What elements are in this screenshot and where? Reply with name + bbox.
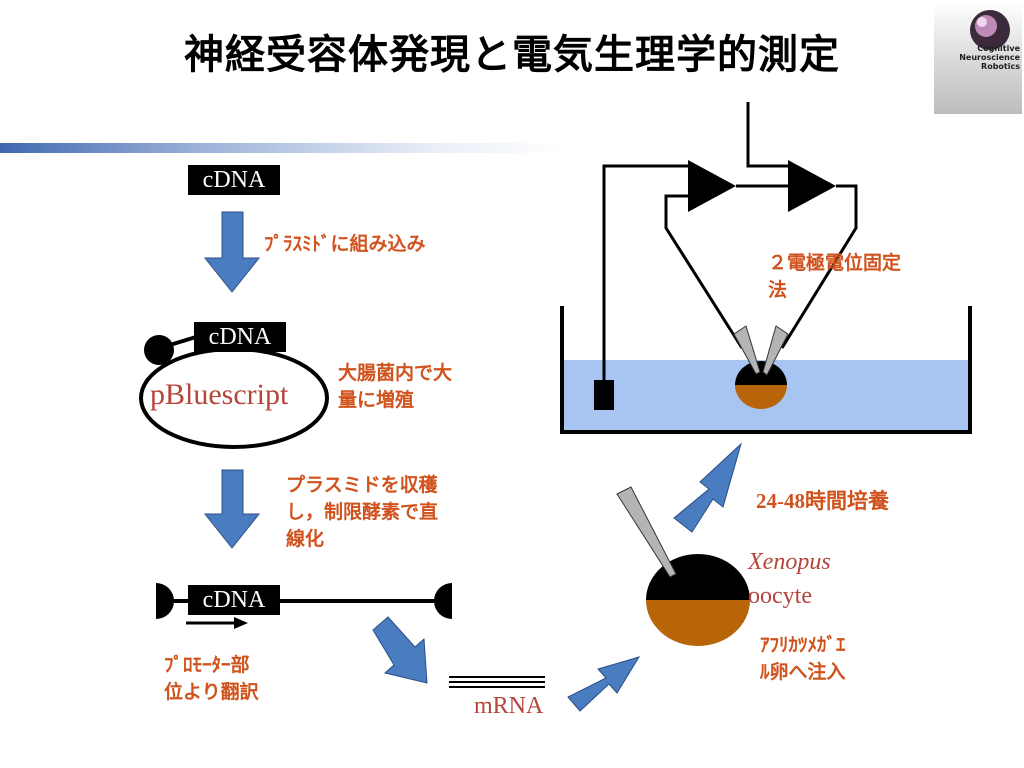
chamber-oocyte-vegetal-pole [735, 385, 787, 409]
down-arrow-insert [203, 211, 261, 293]
oocyte-vegetal-pole [646, 600, 750, 646]
step-harvest-line2: し，制限酵素で直 [286, 501, 439, 523]
step-culture-label: 24-48時間培養 [756, 489, 889, 513]
step-inject-label: ｱﾌﾘｶﾂﾒｶﾞｴ ﾙ卵へ注入 [760, 632, 846, 686]
logo-text-line1: Cognitive [977, 44, 1020, 53]
step-harvest-line1: プラスミドを収穫 [286, 474, 438, 496]
logo-text-line2: Neuroscience [959, 53, 1020, 62]
electrode-wire-left [664, 194, 744, 349]
output-wire [746, 102, 788, 168]
microelectrode-right [762, 325, 789, 376]
step-amplify-line1: 大腸菌内で大 [338, 362, 453, 384]
pbluescript-label: pBluescript [150, 378, 289, 411]
recording-chamber [560, 306, 972, 434]
oocyte-label: oocyte [748, 583, 812, 609]
arrow-to-recording [673, 442, 742, 533]
arrow-to-oocyte [567, 656, 641, 712]
cdna-box-linear: cDNA [188, 585, 280, 615]
plasmid-origin-dot [144, 335, 174, 365]
step-clamp-label: ２電極電位固定 法 [768, 250, 901, 304]
cognitive-neuroscience-logo: Cognitive Neuroscience Robotics [934, 2, 1022, 114]
mrna-label: mRNA [474, 693, 544, 719]
down-arrow-harvest [203, 469, 261, 549]
step-clamp-line2: 法 [768, 279, 788, 301]
ground-electrode-wire [602, 164, 688, 384]
cdna-box-plasmid: cDNA [194, 322, 286, 352]
step-inject-line1: ｱﾌﾘｶﾂﾒｶﾞｴ [760, 634, 846, 656]
cdna-box-top: cDNA [188, 165, 280, 195]
step-inject-line2: ﾙ卵へ注入 [760, 661, 846, 683]
brain-logo-icon [970, 10, 1010, 50]
amplifier-2-icon [788, 160, 836, 212]
xenopus-label: Xenopus [748, 549, 831, 575]
step-clamp-line1: ２電極電位固定 [768, 252, 902, 274]
amplifier-1-icon [688, 160, 736, 212]
title-divider-bar [0, 143, 560, 153]
step-promoter-line1: ﾌﾟﾛﾓｰﾀｰ部 [164, 654, 250, 676]
microelectrode-left [733, 325, 761, 375]
step-promoter-label: ﾌﾟﾛﾓｰﾀｰ部 位より翻訳 [164, 652, 259, 706]
page-title: 神経受容体発現と電気生理学的測定 [184, 32, 840, 78]
step-amplify-label: 大腸菌内で大 量に増殖 [338, 360, 452, 414]
step-promoter-line2: 位より翻訳 [164, 681, 259, 703]
arrow-to-mrna [372, 616, 428, 684]
ground-electrode [594, 380, 614, 410]
step-amplify-line2: 量に増殖 [338, 389, 415, 411]
chamber-oocyte-animal-pole [735, 361, 787, 385]
injection-needle [616, 486, 677, 578]
left-cut-end [156, 583, 174, 619]
logo-text-line3: Robotics [981, 62, 1020, 71]
step-insert-label: ﾌﾟﾗｽﾐﾄﾞに組み込み [264, 233, 426, 255]
right-cut-end [434, 583, 452, 619]
electrode-wire-right [780, 184, 858, 349]
step-harvest-label: プラスミドを収穫 し，制限酵素で直 線化 [286, 472, 438, 553]
step-harvest-line3: 線化 [286, 528, 325, 550]
promoter-arrowhead [234, 617, 248, 629]
